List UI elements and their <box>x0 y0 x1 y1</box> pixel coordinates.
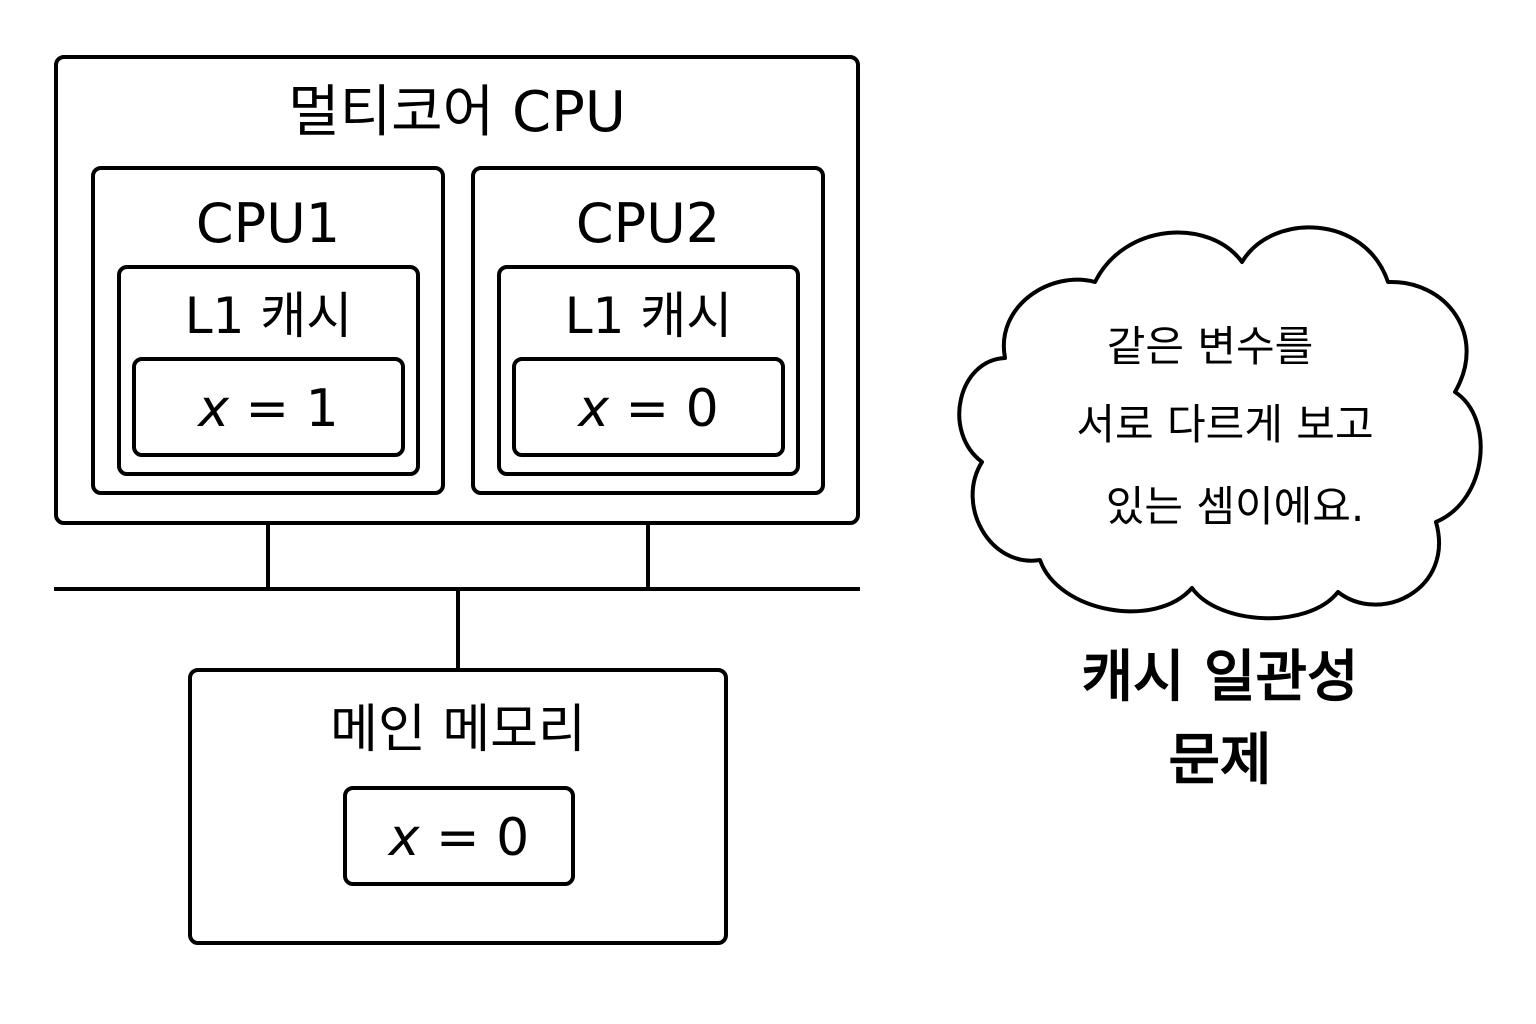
cpu2-var-value: 0 <box>685 379 719 439</box>
caption-line-2: 문제 <box>1168 728 1272 793</box>
cloud-text-line-3: 있는 셈이에요. <box>1105 482 1365 531</box>
cpu2-x-value-box: x = 0 <box>512 357 785 457</box>
cloud-text-line-1: 같은 변수를 <box>1106 322 1314 371</box>
memory-var-name: x <box>388 808 420 868</box>
cpu2-var-name: x <box>578 379 610 439</box>
memory-x-value-box: x = 0 <box>343 786 575 886</box>
cpu2-title: CPU2 <box>575 192 721 255</box>
cpu1-x-expression: x = 1 <box>136 383 401 435</box>
memory-var-op: = <box>436 808 480 868</box>
thought-cloud-outline <box>957 225 1483 621</box>
multicore-cpu-title: 멀티코어 CPU <box>288 80 626 145</box>
memory-bus-connector <box>456 589 460 670</box>
cpu1-x-value-box: x = 1 <box>132 357 405 457</box>
cpu2-l1-cache-label: L1 캐시 <box>564 287 733 345</box>
cpu1-var-value: 1 <box>305 379 339 439</box>
cpu1-title: CPU1 <box>195 192 341 255</box>
cpu2-bus-connector <box>646 492 650 589</box>
cpu2-x-expression: x = 0 <box>516 383 781 435</box>
memory-var-value: 0 <box>496 808 530 868</box>
cpu1-l1-cache-label: L1 캐시 <box>184 287 353 345</box>
cpu1-var-name: x <box>198 379 230 439</box>
caption-line-1: 캐시 일관성 <box>1081 645 1359 710</box>
cloud-text-line-2: 서로 다르게 보고 <box>1076 400 1374 449</box>
memory-x-expression: x = 0 <box>347 812 571 864</box>
cpu1-bus-connector <box>266 492 270 589</box>
cpu1-var-op: = <box>245 379 290 439</box>
cpu2-var-op: = <box>625 379 670 439</box>
main-memory-title: 메인 메모리 <box>330 700 586 760</box>
